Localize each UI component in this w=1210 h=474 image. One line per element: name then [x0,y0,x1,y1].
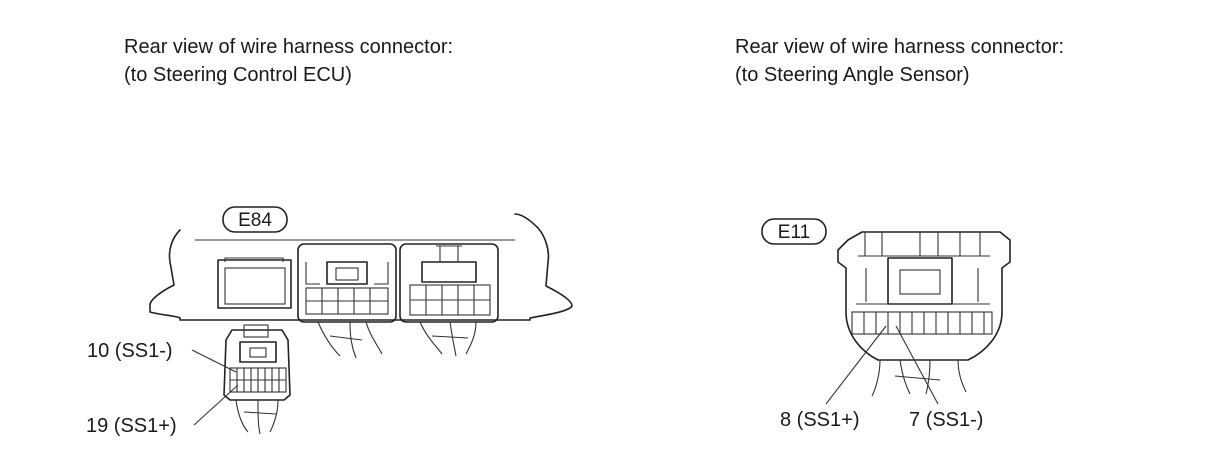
right-caption: Rear view of wire harness connector: (to… [735,33,1064,89]
pin-7-label: 7 (SS1-) [909,409,983,431]
left-caption: Rear view of wire harness connector: (to… [124,33,453,89]
left-caption-line1: Rear view of wire harness connector: [124,36,454,58]
e84-label: E84 [238,210,272,231]
ecu-housing [149,213,573,321]
left-caption-line2: (to Steering Control ECU) [124,64,352,86]
pin-19-leader [193,384,239,426]
pin-8-leader [825,325,887,405]
e11-connector [837,231,1011,397]
e84-badge: E84 [222,206,288,233]
ecu-connector-right [399,243,499,357]
e11-badge: E11 [761,218,827,245]
right-caption-line1: Rear view of wire harness connector: [735,36,1065,58]
pin-10-leader [191,349,237,373]
pin-19-label: 19 (SS1+) [86,415,177,437]
pin-8-label: 8 (SS1+) [780,409,859,431]
ecu-connector-middle [297,243,397,359]
pin-10-label: 10 (SS1-) [87,340,173,362]
right-caption-line2: (to Steering Angle Sensor) [735,64,970,86]
pin-7-leader [895,325,939,405]
e11-label: E11 [778,222,810,243]
e84-harness-plug [223,324,291,435]
